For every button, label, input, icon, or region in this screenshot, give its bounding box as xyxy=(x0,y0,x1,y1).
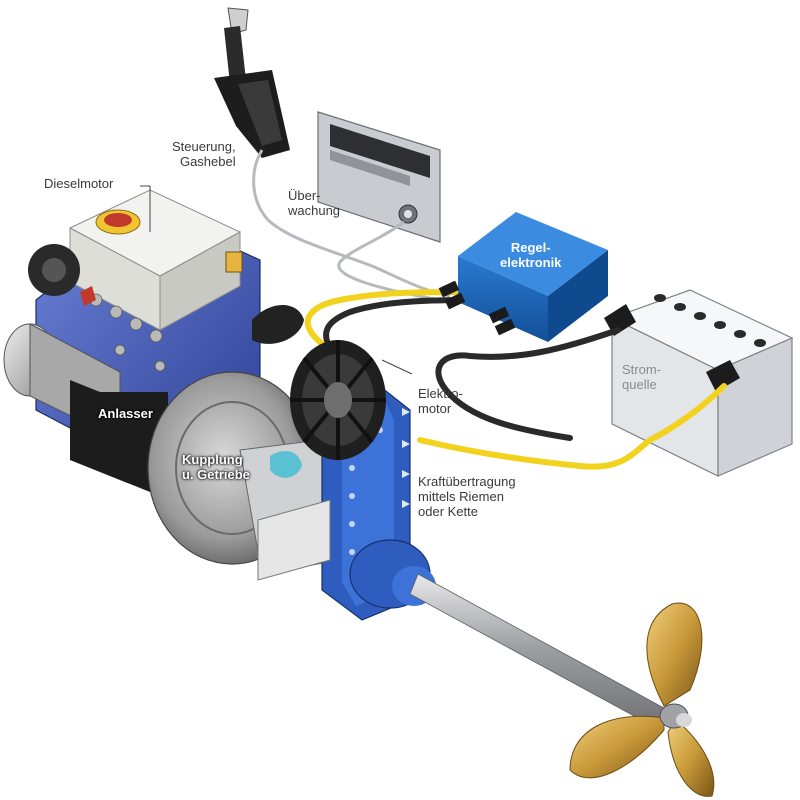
anlasser-label: Anlasser xyxy=(98,406,153,421)
elektromotor-label-line-2: motor xyxy=(418,401,452,416)
ueberwachung-label: Über- wachung xyxy=(288,188,340,218)
stromquelle-label-line-1: Strom- xyxy=(622,362,661,377)
dieselmotor-label-text: Dieselmotor xyxy=(44,176,114,191)
regelelektronik-label-line-2: elektronik xyxy=(500,255,562,270)
leader-arrows xyxy=(402,408,410,508)
propeller xyxy=(569,602,715,797)
control-electronics-box xyxy=(438,212,608,342)
regelelektronik-label-line-1: Regel- xyxy=(510,240,551,255)
kupplung-label-line-2: u. Getriebe xyxy=(182,467,250,482)
kraftuebertragung-label-line-3: oder Kette xyxy=(418,504,478,519)
starter-motor xyxy=(3,323,170,500)
steuerung-label-line-2: Gashebel xyxy=(179,154,236,169)
kraftuebertragung-label-line-2: mittels Riemen xyxy=(418,489,504,504)
steuerung-label-line-1: Steuerung, xyxy=(172,139,236,154)
regelelektronik-label: Regel- elektronik xyxy=(500,240,561,270)
elektromotor-label: Elektro- motor xyxy=(418,386,463,416)
electric-motor xyxy=(290,340,386,460)
kraftuebertragung-label-line-1: Kraftübertragung xyxy=(418,474,516,489)
elektromotor-label-line-1: Elektro- xyxy=(418,386,463,401)
throttle-lever xyxy=(214,7,290,158)
battery xyxy=(604,289,794,477)
kupplung-label: Kupplung u. Getriebe xyxy=(182,452,250,482)
propeller-shaft xyxy=(349,539,665,729)
monitoring-panel xyxy=(317,111,441,243)
ueberwachung-label-line-2: wachung xyxy=(288,203,341,218)
kraftuebertragung-label: Kraftübertragung mittels Riemen oder Ket… xyxy=(418,474,516,519)
leader-lines xyxy=(140,185,413,375)
steuerung-label: Steuerung, Gashebel xyxy=(172,139,236,169)
stromquelle-label-line-2: quelle xyxy=(622,377,657,392)
anlasser-label-text: Anlasser xyxy=(98,406,153,421)
ueberwachung-label-line-1: Über- xyxy=(288,188,321,203)
dieselmotor-label: Dieselmotor xyxy=(44,176,113,191)
stromquelle-label: Strom- quelle xyxy=(622,362,661,392)
kupplung-label-line-1: Kupplung xyxy=(182,452,243,467)
